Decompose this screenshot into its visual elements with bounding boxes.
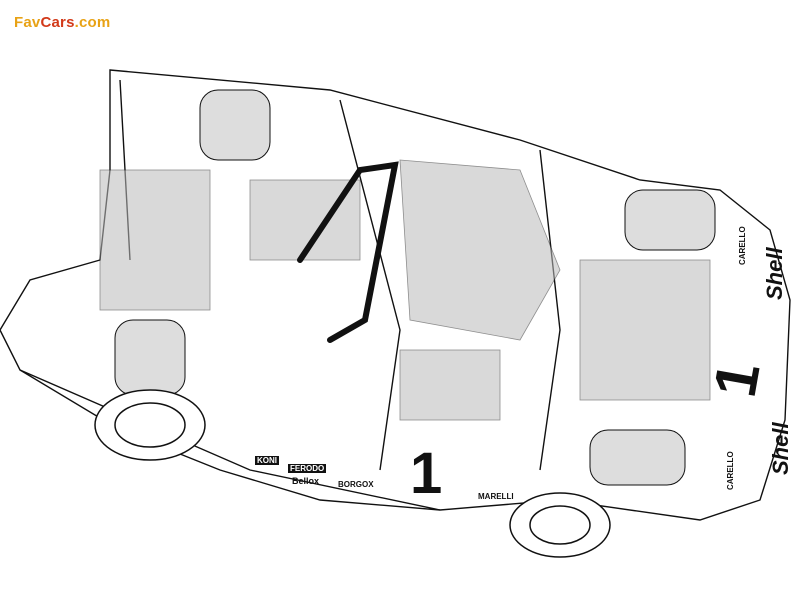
logo-cars: Cars: [40, 14, 75, 31]
roll-bar: [297, 161, 399, 343]
marelli-decal: MARELLI: [478, 492, 514, 501]
carello-decal-bottom: CARELLO: [726, 451, 735, 490]
wheel-front-side: [509, 492, 611, 558]
front-suspension: [579, 259, 711, 401]
cockpit-seat: [399, 159, 561, 341]
wheel-rear-side: [94, 389, 206, 461]
logo-domain: .com: [74, 14, 111, 31]
shell-decal-top: Shell: [762, 247, 787, 300]
favcars-watermark-logo: FavCars.com: [14, 14, 110, 31]
ferodo-decal: FERODO: [288, 464, 327, 473]
bellox-decal: Bellox: [292, 476, 320, 486]
rear-tire-top: [199, 89, 271, 161]
shell-decal-bottom: Shell: [768, 422, 793, 475]
logo-fav: Fav: [14, 14, 41, 31]
carello-decal-top: CARELLO: [738, 226, 747, 265]
front-tire-top: [624, 189, 716, 251]
rear-tire-bottom: [114, 319, 186, 396]
engine-block: [99, 169, 211, 311]
front-tire-bottom: [589, 429, 686, 486]
race-number-side: 1: [410, 441, 443, 506]
koni-decal: KONI: [255, 456, 279, 465]
borgox-decal: BORGOX: [338, 480, 374, 489]
